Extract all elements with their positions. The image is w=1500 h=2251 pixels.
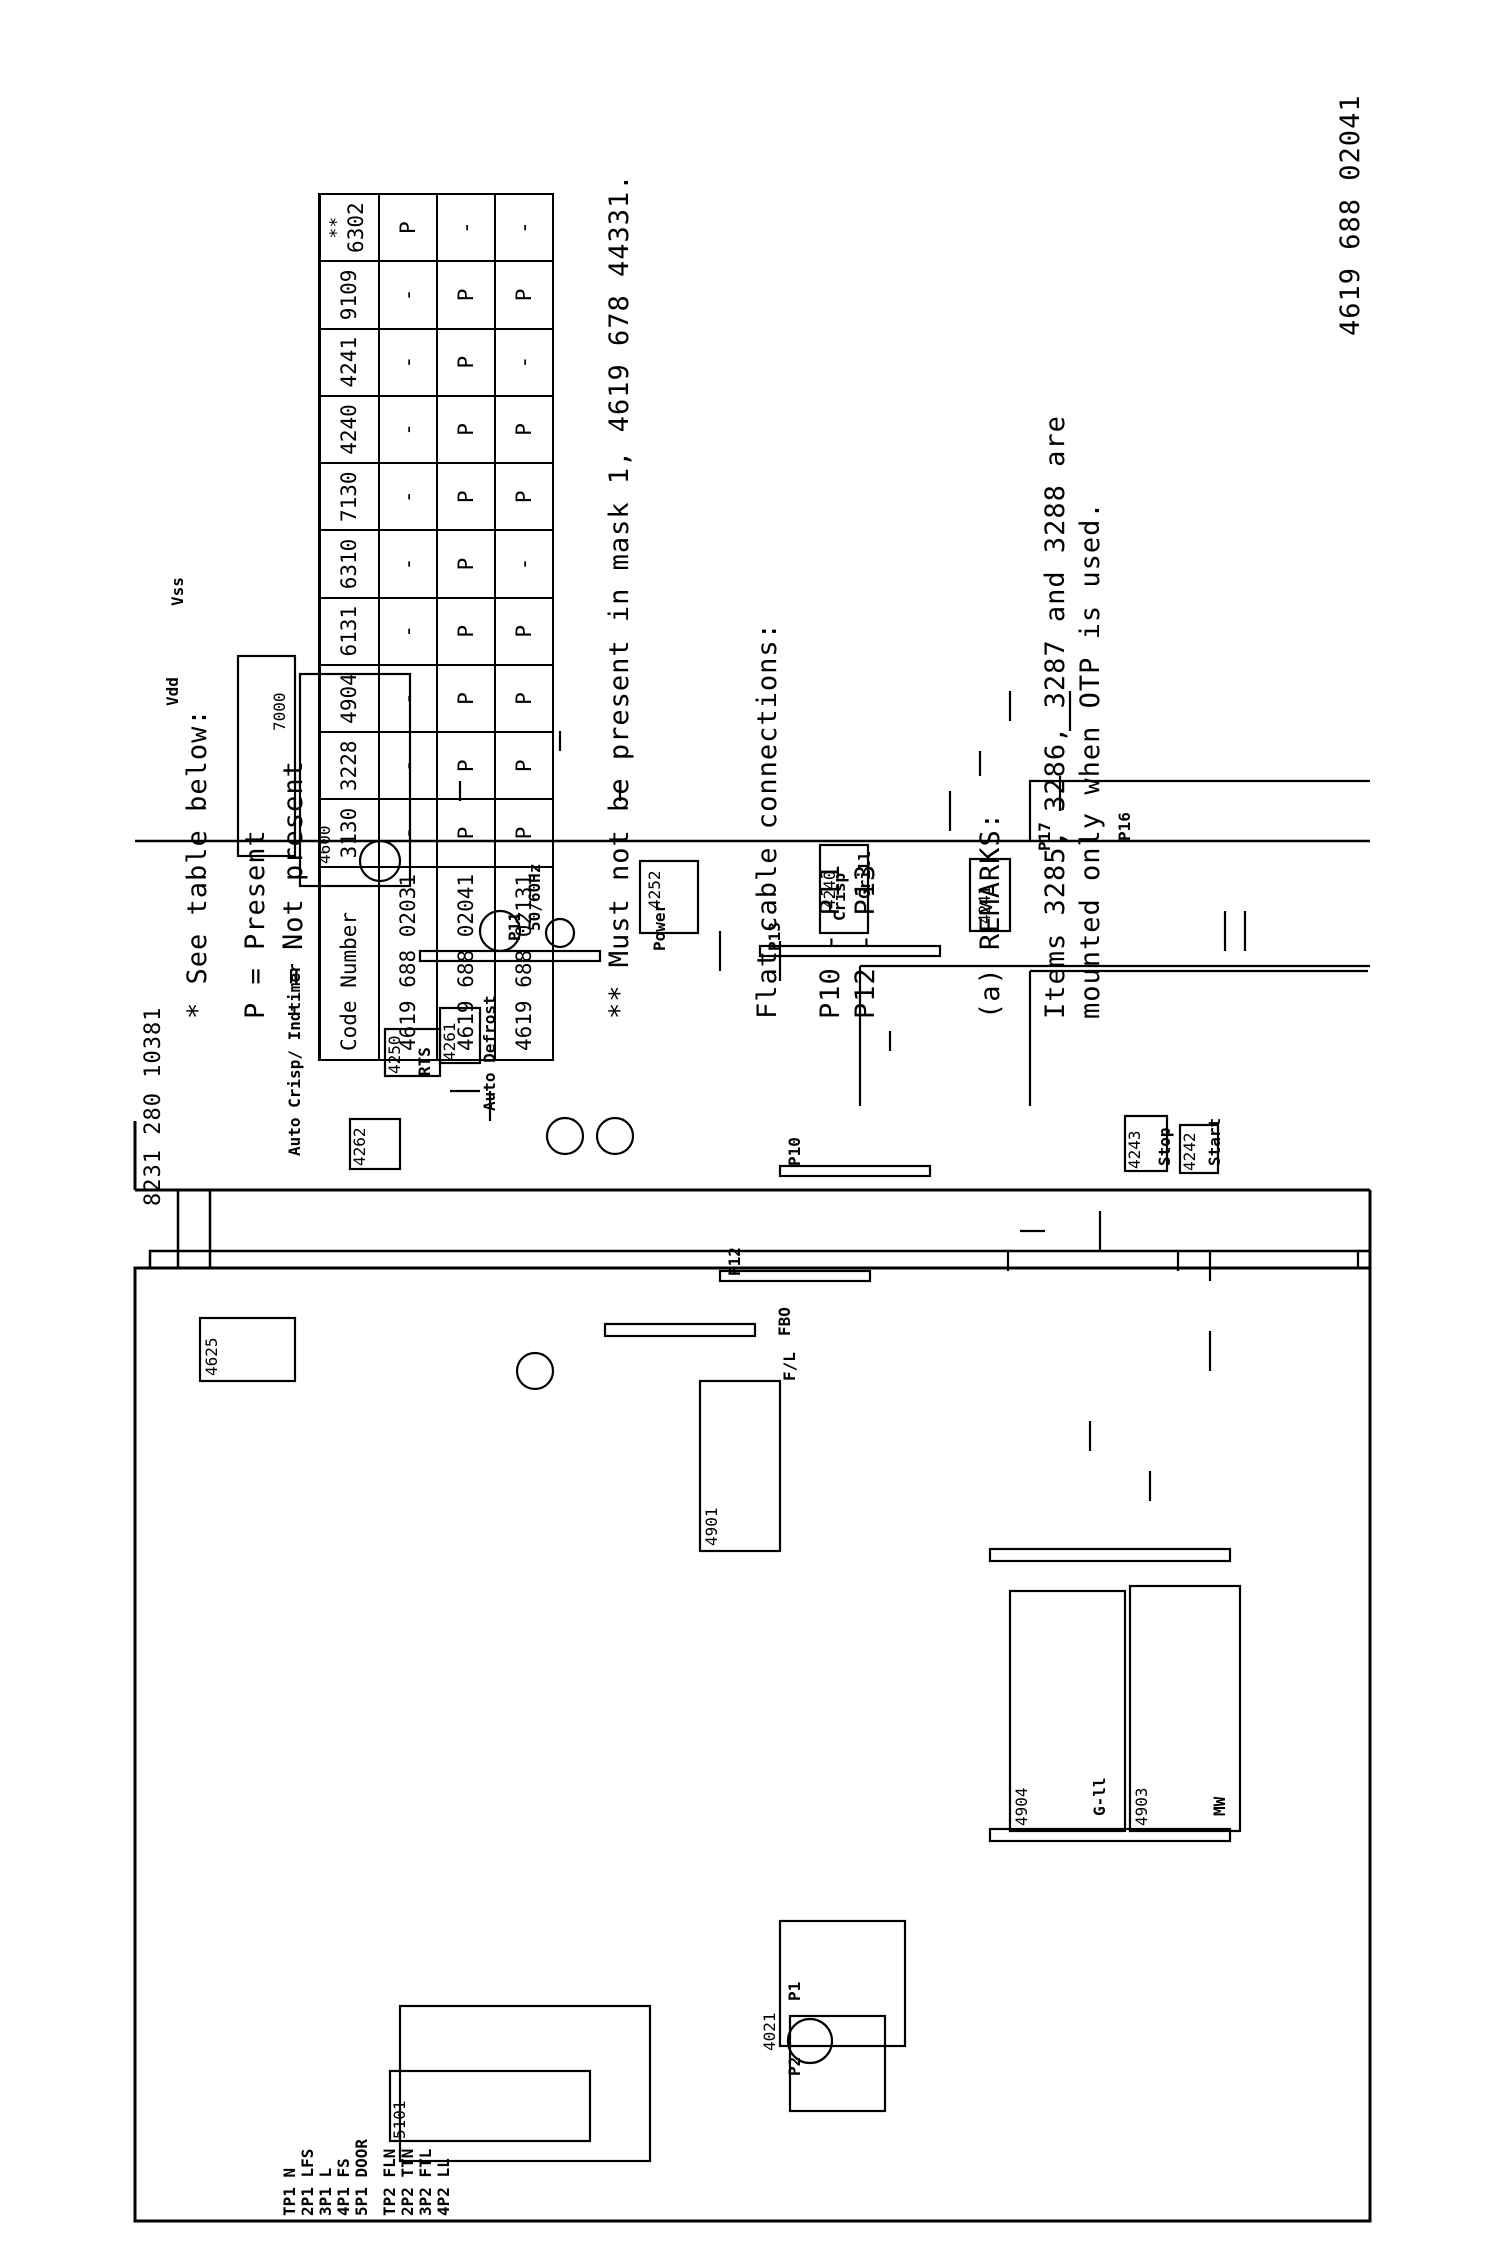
board-label: 4242 bbox=[1180, 1132, 1199, 1171]
board-label: Vss bbox=[168, 577, 187, 606]
board-label: 4262 bbox=[350, 1127, 369, 1166]
board-label: P11 bbox=[505, 912, 524, 941]
connector-p1 bbox=[778, 1919, 907, 2048]
board-label: 4250 bbox=[385, 1035, 404, 1074]
board-label: 3P1 L bbox=[316, 2168, 335, 2216]
board-label: 2P2 TTN bbox=[398, 2149, 417, 2216]
board-label: 4252 bbox=[645, 870, 664, 909]
flat-cable-p10 bbox=[778, 1164, 932, 1178]
board-label: 4600 bbox=[315, 825, 334, 864]
board-label: 4240 bbox=[820, 870, 839, 909]
board-label: P16 bbox=[1115, 812, 1134, 841]
board-outline-right bbox=[133, 1121, 1372, 1268]
board-label: 2P1 LFS bbox=[298, 2149, 317, 2216]
board-label: Power bbox=[650, 903, 669, 951]
transformer-frame bbox=[398, 2004, 652, 2163]
board-label: TP2 FLN bbox=[380, 2149, 399, 2216]
board-label: P1 bbox=[785, 1982, 804, 2001]
ic-4625 bbox=[198, 1316, 297, 1383]
board-label: P12 bbox=[725, 1247, 744, 1276]
slot-cutout bbox=[988, 1827, 1232, 1843]
board-label: Vdd bbox=[163, 677, 182, 706]
relay-4903 bbox=[1128, 1584, 1242, 1833]
electrolytic-2152 bbox=[595, 1116, 635, 1156]
electrolytic-2110 bbox=[545, 1116, 585, 1156]
board-label: P17 bbox=[1035, 822, 1054, 851]
board-label: 4P2 LL bbox=[434, 2158, 453, 2216]
board-label: P10 bbox=[785, 1137, 804, 1166]
board-label: 4021 bbox=[760, 2012, 779, 2051]
ic-4252 bbox=[638, 859, 700, 935]
slot-cutout bbox=[603, 1322, 757, 1338]
board-label: G-ll bbox=[1090, 1777, 1109, 1816]
board-label: 4903 bbox=[1132, 1787, 1151, 1826]
board-label: MW bbox=[1210, 1796, 1229, 1816]
flat-cable-p11 bbox=[418, 949, 602, 963]
electrolytic-2111 bbox=[515, 1351, 555, 1391]
buzzer-4021 bbox=[786, 2017, 834, 2065]
board-label: 7000 bbox=[270, 692, 289, 731]
flat-cable-p12 bbox=[718, 1269, 872, 1283]
board-label: Start bbox=[1205, 1118, 1224, 1166]
slot-cutout bbox=[988, 1547, 1232, 1563]
ic-4241 bbox=[968, 857, 1012, 933]
ic-4242 bbox=[1178, 1123, 1220, 1175]
board-label: 4904 bbox=[1012, 1787, 1031, 1826]
board-label: 4261 bbox=[440, 1022, 459, 1061]
board-outline bbox=[133, 1266, 1372, 2223]
board-label: Grill bbox=[855, 851, 874, 899]
board-label: 4P1 FS bbox=[334, 2158, 353, 2216]
switch-4310 bbox=[358, 839, 402, 883]
transformer-5101 bbox=[388, 2069, 592, 2143]
board-label: 4625 bbox=[202, 1337, 221, 1376]
board-label: RTS bbox=[415, 1047, 434, 1076]
board-label: F/L bbox=[780, 1352, 799, 1381]
board-label: 3P2 FTL bbox=[416, 2149, 435, 2216]
board-label: 5101 bbox=[390, 2100, 409, 2139]
board-part-number: 8231 280 10381 bbox=[141, 1007, 166, 1206]
board-label: Auto Crisp/ Indtimer bbox=[285, 963, 304, 1156]
board-label: 4241 bbox=[975, 885, 994, 924]
board-label: TP1 N bbox=[280, 2168, 299, 2216]
board-label: P2 bbox=[785, 2057, 804, 2076]
board-label: 50/60Hz bbox=[525, 864, 544, 931]
board-label: Stop bbox=[1155, 1127, 1174, 1166]
board-label: Auto Defrost bbox=[480, 995, 499, 1111]
connector-p2 bbox=[788, 2014, 887, 2113]
ic-7000 bbox=[236, 654, 297, 858]
flat-cable-p13 bbox=[758, 944, 942, 958]
relay-4901 bbox=[698, 1379, 782, 1553]
board-label: 5P1 DOOR bbox=[352, 2139, 371, 2216]
board-label: 4243 bbox=[1125, 1130, 1144, 1169]
ic-4262 bbox=[348, 1117, 402, 1171]
transistor-7211 bbox=[544, 917, 576, 949]
ic-4240 bbox=[818, 843, 870, 935]
relay-4904 bbox=[1008, 1589, 1127, 1833]
ic-4261 bbox=[438, 1006, 482, 1065]
board-label: FBO bbox=[775, 1307, 794, 1336]
board-label: P13 bbox=[765, 922, 784, 951]
ic-4600 bbox=[298, 672, 412, 888]
board-label: Crisp bbox=[830, 873, 849, 921]
board-label: 4901 bbox=[702, 1507, 721, 1546]
ic-4243 bbox=[1123, 1114, 1169, 1173]
